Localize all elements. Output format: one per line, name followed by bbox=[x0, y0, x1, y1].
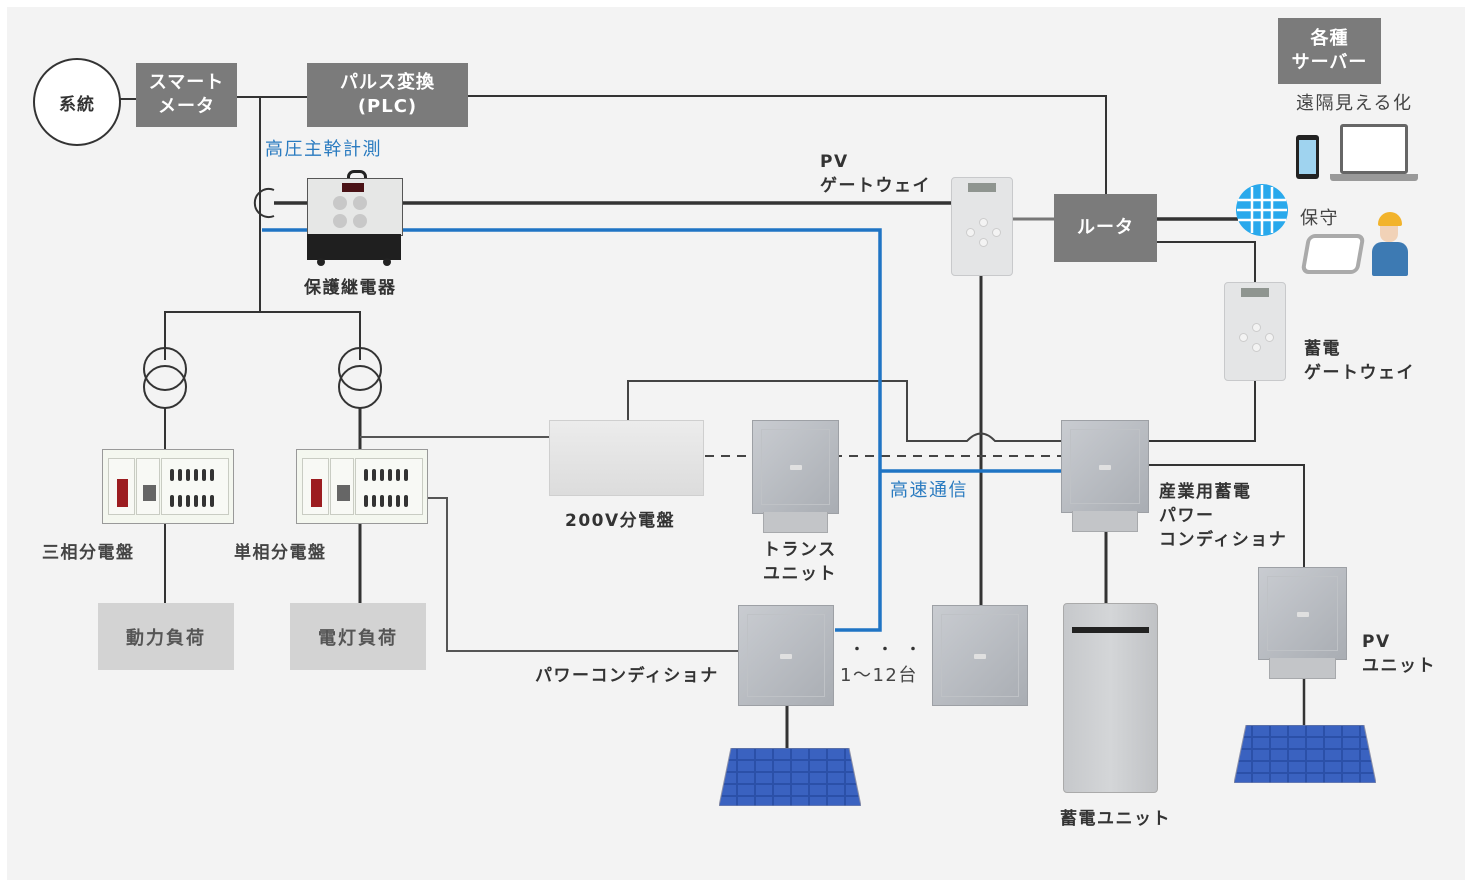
storage-gateway-label-1: 蓄電 bbox=[1304, 339, 1341, 359]
single-phase-panel-device bbox=[296, 449, 428, 524]
maintenance-worker-icon bbox=[1300, 212, 1410, 278]
grid-label: 系統 bbox=[59, 94, 95, 115]
servers-box: 各種 サーバー bbox=[1278, 18, 1381, 84]
power-load-box: 動力負荷 bbox=[98, 603, 234, 670]
pv-gateway-label-1: PV bbox=[820, 152, 849, 172]
power-conditioner-device bbox=[738, 605, 834, 706]
wire-plc-router bbox=[468, 95, 1107, 194]
protection-relay-device bbox=[307, 170, 403, 268]
trans-unit-device bbox=[752, 420, 839, 533]
solar-panel-icon bbox=[1234, 725, 1376, 783]
smart-meter-box: スマート メータ bbox=[136, 63, 237, 127]
pv-unit-label-2: ユニット bbox=[1362, 656, 1436, 676]
trans-unit-label-1: トランス bbox=[763, 540, 837, 560]
pv-unit-device bbox=[1258, 567, 1347, 679]
router-box: ルータ bbox=[1054, 194, 1157, 262]
pulse-converter-line2: (PLC) bbox=[357, 96, 418, 117]
remote-view-label: 遠隔見える化 bbox=[1296, 93, 1413, 114]
router-label: ルータ bbox=[1077, 217, 1134, 238]
trans-unit-label-2: ユニット bbox=[763, 564, 837, 584]
storage-unit-label: 蓄電ユニット bbox=[1060, 809, 1171, 829]
lighting-load-label: 電灯負荷 bbox=[318, 627, 398, 649]
smart-meter-line2: メータ bbox=[158, 96, 215, 117]
lighting-load-box: 電灯負荷 bbox=[290, 603, 426, 670]
grid-node: 系統 bbox=[33, 58, 121, 146]
industrial-pcs-label-2: パワー bbox=[1159, 506, 1215, 526]
laptop-icon bbox=[1330, 124, 1418, 184]
count-dots: ・・・ bbox=[850, 642, 934, 658]
pv-gateway-device bbox=[951, 177, 1013, 276]
pulse-converter-line1: パルス変換 bbox=[340, 72, 435, 93]
wire-sp-pcs bbox=[428, 497, 738, 652]
wire-200v-pcs bbox=[627, 380, 1062, 442]
pulse-converter-box: パルス変換 (PLC) bbox=[307, 63, 468, 127]
count-label: 1〜12台 bbox=[840, 665, 918, 686]
wire-router-storagegw bbox=[1157, 241, 1256, 282]
transformer-icon bbox=[143, 347, 187, 409]
wire-split-transformers bbox=[164, 311, 361, 360]
wire-storagegw-pcs bbox=[1148, 380, 1256, 442]
storage-gateway-device bbox=[1224, 282, 1286, 381]
diagram-background bbox=[7, 7, 1465, 880]
three-phase-panel-label: 三相分電盤 bbox=[42, 543, 135, 563]
globe-internet-icon bbox=[1236, 184, 1288, 236]
industrial-pcs-label-3: コンディショナ bbox=[1159, 530, 1288, 550]
single-phase-panel-label: 単相分電盤 bbox=[234, 543, 327, 563]
ct-symbol-icon bbox=[253, 188, 275, 218]
transformer-icon bbox=[338, 347, 382, 409]
power-conditioner-device bbox=[932, 605, 1028, 706]
high-speed-comm-label: 高速通信 bbox=[890, 480, 968, 501]
industrial-pcs-label-1: 産業用蓄電 bbox=[1159, 482, 1252, 502]
wire-pcs-pvunit bbox=[1148, 464, 1305, 569]
pv-gateway-label-2: ゲートウェイ bbox=[820, 176, 931, 196]
dist-200v-label: 200V分電盤 bbox=[565, 511, 676, 531]
power-load-label: 動力負荷 bbox=[126, 627, 206, 649]
pv-unit-label-1: PV bbox=[1362, 632, 1391, 652]
solar-panel-icon bbox=[719, 748, 861, 806]
servers-line1: 各種 bbox=[1310, 28, 1349, 49]
dist-200v-device bbox=[549, 420, 704, 496]
three-phase-panel-device bbox=[102, 449, 234, 524]
protection-relay-label: 保護継電器 bbox=[304, 278, 397, 298]
smartphone-icon bbox=[1296, 135, 1319, 179]
maintenance-label: 保守 bbox=[1300, 208, 1339, 229]
hv-measurement-label: 高圧主幹計測 bbox=[265, 139, 382, 160]
comm-line-relay bbox=[262, 228, 882, 632]
servers-line2: サーバー bbox=[1291, 52, 1368, 73]
power-conditioner-label: パワーコンディショナ bbox=[535, 666, 719, 686]
storage-unit-device bbox=[1063, 603, 1158, 793]
storage-gateway-label-2: ゲートウェイ bbox=[1304, 363, 1415, 383]
industrial-pcs-device bbox=[1061, 420, 1149, 532]
smart-meter-line1: スマート bbox=[148, 72, 225, 93]
